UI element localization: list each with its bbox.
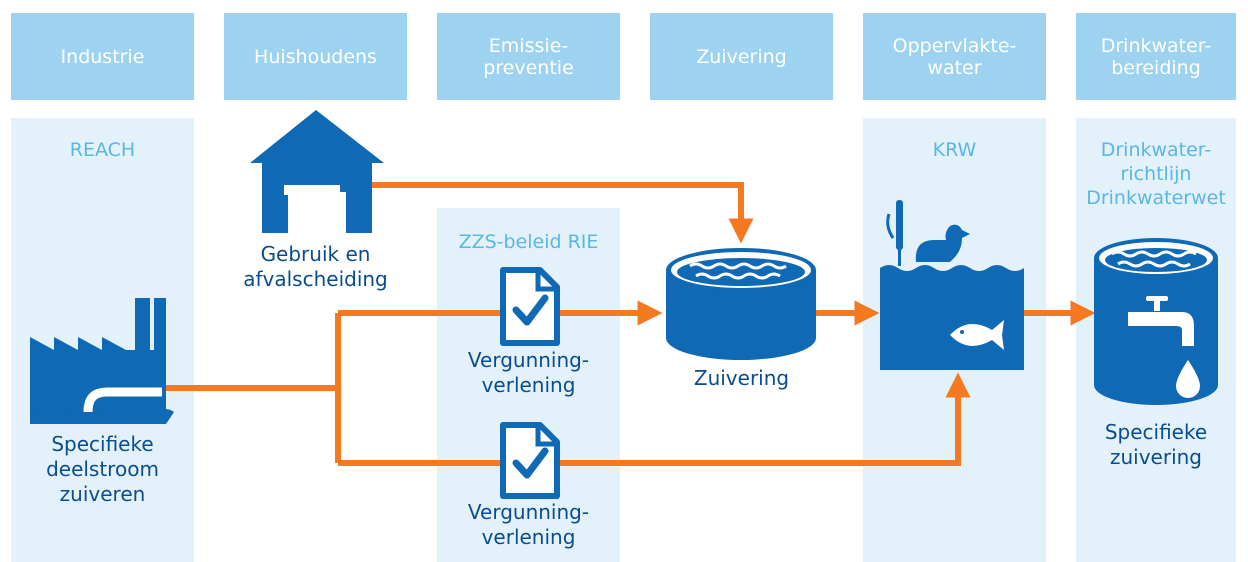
header-drinkwaterbereiding: Drinkwater- bereiding: [1076, 13, 1236, 100]
arrow-house-to-treatment: [350, 182, 754, 244]
factory-water-waves: [30, 409, 174, 424]
factory-outlet-pipe: [83, 387, 162, 413]
water-tank-icon: [666, 248, 816, 360]
house-icon: [250, 110, 384, 233]
factory-icon: [30, 298, 166, 420]
treatment-label: Zuivering: [693, 366, 790, 390]
header-zuivering: Zuivering: [650, 13, 833, 100]
document-check-icon: [500, 422, 560, 499]
house-door-gap: [284, 185, 340, 195]
band-label-drinkwater: Drinkwater- richtlijn Drinkwaterwet: [1086, 139, 1226, 209]
header-huishoudens: Huishoudens: [224, 13, 407, 100]
document-check-icon: [500, 267, 560, 346]
band-label-zzs: ZZS-beleid RIE: [458, 231, 599, 253]
permit-bottom-label: Vergunning- verlening: [467, 500, 590, 549]
header-emissiepreventie: Emissie- preventie: [437, 13, 620, 100]
header-industrie: Industrie: [11, 13, 194, 100]
house-label: Gebruik en afvalscheiding: [243, 242, 388, 291]
band-label-reach: REACH: [69, 139, 136, 161]
band-label-krw: KRW: [932, 139, 977, 161]
duck-icon: [915, 224, 970, 262]
drinking-label: Specifieke zuivering: [1104, 420, 1208, 469]
header-oppervlaktewater: Oppervlakte- water: [863, 13, 1046, 100]
arrow-permit-to-surface-water: [338, 372, 971, 466]
surface-water-icon: [880, 265, 1024, 370]
permit-top-label: Vergunning- verlening: [467, 348, 590, 397]
fish-icon: [950, 320, 1004, 350]
tap-icon: [1128, 296, 1194, 346]
house-door: [288, 192, 340, 233]
reed-icon: [886, 200, 903, 266]
factory-label: Specifieke deelstroom zuiveren: [46, 432, 159, 506]
water-drop-icon: [1176, 360, 1200, 398]
